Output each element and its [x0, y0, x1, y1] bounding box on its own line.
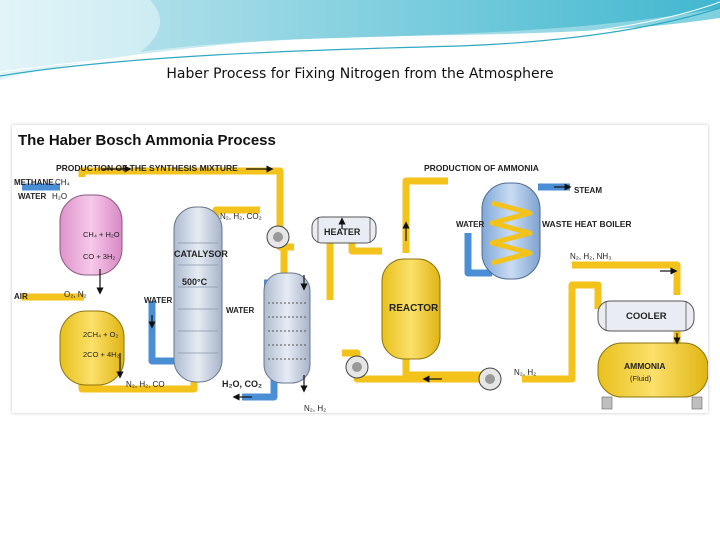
banner-stroke	[0, 7, 720, 77]
section-ammonia-label: PRODUCTION OF AMMONIA	[424, 163, 539, 173]
fluid-label: (Fluid)	[630, 374, 652, 383]
pipe-water-out	[242, 379, 278, 401]
slide-title: Haber Process for Fixing Nitrogen from t…	[166, 66, 554, 82]
catalysor-column	[173, 206, 223, 383]
haber-process-figure: The Haber Bosch Ammonia Process	[12, 125, 709, 413]
ch4-label: CH₄	[55, 178, 70, 187]
reformer-vessel	[59, 194, 123, 276]
heater-unit	[311, 216, 377, 244]
waste-heat-boiler	[481, 182, 541, 280]
pump-2	[345, 355, 369, 379]
pipe-boiler-to-cooler	[572, 261, 681, 295]
ammonia-tank	[597, 342, 709, 410]
temperature-label: 500°C	[182, 277, 208, 287]
reactor-label: REACTOR	[389, 303, 439, 314]
h2o-co2-label: H₂O, CO₂	[222, 379, 262, 389]
pump-1	[266, 225, 290, 249]
n2-h2-nh3-label: N₂, H₂, NH₃	[570, 252, 611, 261]
water-label-1: WATER	[18, 192, 47, 201]
absorber-column	[263, 272, 311, 384]
catalysor-label: CATALYSOR	[174, 249, 228, 259]
cooler-unit	[597, 300, 695, 332]
steam-label: STEAM	[574, 186, 602, 195]
water-label-2: WATER	[144, 296, 173, 305]
banner-stroke-2	[0, 1, 720, 73]
diagram-title: The Haber Bosch Ammonia Process	[18, 132, 276, 149]
flow-arrows	[96, 165, 681, 401]
pipe-ammonia-top	[402, 177, 448, 193]
n2-h2-co-label: N₂, H₂, CO	[126, 380, 165, 389]
heater-label: HEATER	[324, 227, 361, 237]
banner-wave-front	[140, 0, 720, 52]
cooler-label: COOLER	[626, 311, 667, 322]
section-synthesis-label: PRODUCTION OF THE SYNTHESIS MIXTURE	[56, 163, 238, 173]
haber-process-diagram: The Haber Bosch Ammonia Process	[14, 132, 709, 413]
water-label-3: WATER	[226, 306, 255, 315]
reactor-vessel	[381, 258, 441, 360]
combustion-vessel	[59, 310, 125, 386]
boiler-coil	[489, 200, 533, 266]
ammonia-label: AMMONIA	[624, 361, 666, 371]
waste-heat-boiler-label: WASTE HEAT BOILER	[542, 219, 632, 229]
combustion-reaction-1: 2CH₄ + O₂	[83, 330, 118, 339]
pipe-reactor-bottom	[402, 353, 482, 379]
o2-n2-label: O₂, N₂	[64, 290, 87, 299]
pump-3	[478, 367, 502, 391]
n2-h2-co2-label: N₂, H₂, CO₂	[220, 212, 262, 221]
combustion-reaction-2: 2CO + 4H₂	[83, 350, 120, 359]
air-label: AIR	[14, 292, 28, 301]
n2-h2-return-label: N₂, H₂	[514, 368, 536, 377]
water-label-4: WATER	[456, 220, 485, 229]
pipe-cooler-return	[522, 281, 602, 383]
n2-h2-bottom-label: N₂, H₂	[304, 404, 326, 413]
h2o-label: H₂O	[52, 192, 67, 201]
reforming-reaction-2: CO + 3H₂	[83, 252, 115, 261]
decorative-banner	[0, 0, 720, 80]
reforming-reaction-1: CH₄ + H₂O	[83, 230, 120, 239]
pipe-water-boiler	[464, 233, 492, 277]
methane-label: METHANE	[14, 178, 54, 187]
